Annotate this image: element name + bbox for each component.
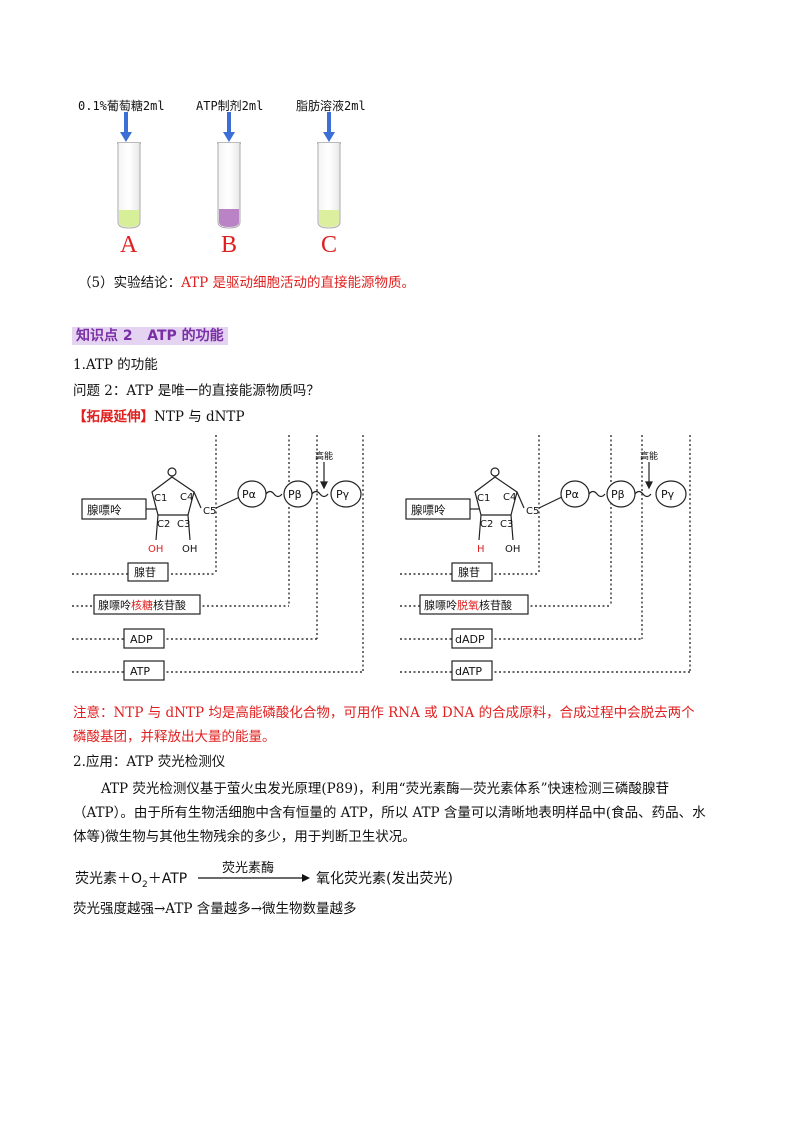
luciferase-equation: 荧光素＋O2＋ATP	[75, 868, 187, 890]
dntp-high-energy: 高能	[640, 450, 658, 462]
heading-application: 2.应用：ATP 荧光检测仪	[73, 754, 226, 770]
dntp-adp: dADP	[455, 633, 485, 646]
tube-b	[217, 112, 241, 229]
ntp-atp: ATP	[130, 665, 150, 678]
note-line-2: 磷酸基团，并释放出大量的能量。	[73, 729, 276, 745]
tube-label-a: 0.1%葡萄糖2ml	[78, 99, 165, 113]
ntp-c2: C2	[157, 519, 170, 530]
dntp-diagram: 腺嘌呤 C1 C4 C2 C3 C5 H OH Pα Pβ Pγ 高能 腺苷 腺…	[400, 435, 691, 681]
ntp-adp: ADP	[130, 633, 153, 646]
para-line-1: ATP 荧光检测仪基于萤火虫发光原理(P89)，利用“荧光素酶—荧光素体系”快速…	[101, 781, 669, 797]
note-block: 注意：NTP 与 dNTP 均是高能磷酸化合物，可用作 RNA 或 DNA 的合…	[73, 701, 733, 749]
ntp-p-gamma: Pγ	[336, 488, 350, 501]
ntp-c5: C5	[203, 506, 216, 517]
ntp-nucleotide: 腺嘌呤核糖核苷酸	[98, 598, 186, 612]
conclusion-line: （5）实验结论：ATP 是驱动细胞活动的直接能源物质。	[78, 273, 415, 293]
dntp-c5: C5	[526, 506, 539, 517]
tube-label-c: 脂肪溶液2ml	[296, 99, 366, 113]
dntp-c2: C2	[480, 519, 493, 530]
equation-sub: 2	[142, 879, 148, 890]
ntp-p-alpha: Pα	[242, 488, 256, 501]
ntp-oh-3prime: OH	[182, 544, 197, 555]
extension-line: 【拓展延伸】NTP 与 dNTP	[73, 407, 245, 427]
arrow-icon	[223, 112, 235, 142]
ntp-c3: C3	[177, 519, 190, 530]
dntp-p-gamma: Pγ	[661, 488, 675, 501]
note-line-1: 注意：NTP 与 dNTP 均是高能磷酸化合物，可用作 RNA 或 DNA 的合…	[73, 705, 695, 721]
ntp-p-beta: Pβ	[288, 488, 302, 501]
tube-label-b: ATP制剂2ml	[196, 99, 264, 113]
ntp-c1: C1	[154, 493, 167, 504]
ntp-c4: C4	[180, 492, 193, 503]
reaction-arrow-icon	[198, 874, 310, 882]
dntp-atp: dATP	[455, 665, 482, 678]
tube-letter-b: B	[221, 232, 238, 258]
para-line-2: （ATP）。由于所有生物活细胞中含有恒量的 ATP，所以 ATP 含量可以清晰地…	[73, 805, 706, 821]
tube-letter-c: C	[321, 232, 338, 258]
para-line-3: 体等)微生物与其他生物残余的多少，用于判断卫生状况。	[73, 829, 416, 845]
dntp-p-alpha: Pα	[565, 488, 579, 501]
dntp-h-2prime: H	[477, 544, 485, 555]
application-paragraph: ATP 荧光检测仪基于萤火虫发光原理(P89)，利用“荧光素酶—荧光素体系”快速…	[73, 777, 733, 849]
ntp-high-energy: 高能	[315, 450, 333, 462]
conclusion-text: ATP 是驱动细胞活动的直接能源物质。	[181, 275, 415, 291]
tubes-svg	[117, 112, 341, 229]
ntp-base: 腺嘌呤	[87, 503, 122, 517]
dntp-oh-3prime: OH	[505, 544, 520, 555]
extension-text: NTP 与 dNTP	[154, 409, 245, 425]
chain-line: 荧光强度越强→ATP 含量越多→微生物数量越多	[73, 901, 357, 917]
dntp-base: 腺嘌呤	[411, 503, 446, 517]
ntp-oh-2prime: OH	[148, 544, 163, 555]
extension-bracket: 【拓展延伸】	[73, 409, 154, 425]
equation-left-a: 荧光素＋O	[75, 871, 143, 887]
arrow-icon	[323, 112, 335, 142]
tube-letter-a: A	[120, 232, 138, 258]
equation-left-b: ＋ATP	[147, 871, 188, 887]
ntp-nucleoside: 腺苷	[134, 565, 156, 579]
equation-right: 氧化荧光素(发出荧光)	[316, 871, 453, 887]
dntp-nucleoside: 腺苷	[458, 565, 480, 579]
conclusion-prefix: （5）实验结论：	[78, 275, 182, 291]
equation-enzyme: 荧光素酶	[222, 861, 275, 876]
arrow-icon	[120, 112, 132, 142]
dntp-c1: C1	[477, 493, 490, 504]
heading-function: 1.ATP 的功能	[73, 357, 158, 373]
question-2: 问题 2：ATP 是唯一的直接能源物质吗？	[73, 383, 320, 399]
dntp-p-beta: Pβ	[611, 488, 625, 501]
section-title: 知识点 2 ATP 的功能	[72, 325, 228, 345]
tube-c	[317, 112, 341, 229]
dntp-nucleotide: 腺嘌呤脱氧核苷酸	[424, 598, 512, 612]
dntp-c4: C4	[503, 492, 516, 503]
dntp-c3: C3	[500, 519, 513, 530]
tube-a	[117, 112, 141, 229]
ntp-diagram: 腺嘌呤 C1 C4 C2 C3 C5 OH OH Pα Pβ Pγ 高能 腺苷 …	[72, 435, 364, 681]
